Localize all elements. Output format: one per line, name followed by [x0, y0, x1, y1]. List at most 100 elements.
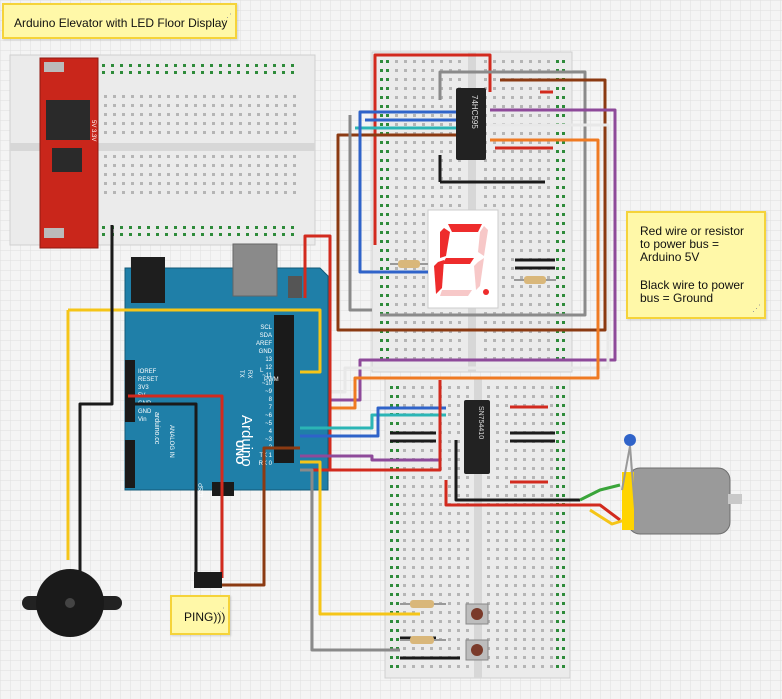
segment-f: [440, 228, 450, 258]
digital-pin-label: ~9: [265, 389, 273, 395]
digital-pin-label: SCL: [260, 325, 272, 331]
icsp-text: ICSP: [199, 483, 205, 497]
ping-note-text: PING))): [184, 610, 226, 624]
segment-dp: [483, 289, 489, 295]
title-note-text: Arduino Elevator with LED Floor Display: [14, 16, 228, 30]
breadboard-left-channel: [10, 143, 315, 151]
wire-yellow-motor[interactable]: [589, 508, 626, 526]
shift-register-chip[interactable]: 74HC595: [456, 88, 486, 160]
resistor-seg-2[interactable]: [514, 276, 556, 284]
digital-pin-label: ~3: [265, 437, 273, 443]
legend-red-text: Red wire or resistor to power bus = Ardu…: [640, 224, 745, 264]
wire-gray-top[interactable]: [380, 70, 587, 317]
analog-header[interactable]: [125, 440, 135, 488]
wire-brown-top[interactable]: [336, 78, 607, 332]
digital-pin-label: SDA: [260, 333, 272, 339]
wire-gray-button[interactable]: [300, 468, 400, 652]
ping-sensor[interactable]: [194, 572, 222, 588]
wires: [66, 53, 626, 660]
push-button-1[interactable]: [465, 603, 489, 625]
digital-pin-label: GND: [259, 349, 273, 355]
wire-gray-left[interactable]: [348, 115, 372, 312]
wire-red-motor[interactable]: [444, 480, 621, 522]
piezo-buzzer[interactable]: [22, 569, 122, 637]
wire-orange-top[interactable]: [330, 138, 600, 410]
power-jack[interactable]: [232, 243, 278, 297]
power-supply-label: 5V 3.3V: [90, 120, 96, 141]
arduino-uno-board[interactable]: Arduino UNO arduino.cc ANALOG IN ICSP TX…: [124, 243, 329, 497]
resize-grip-icon[interactable]: ⋰: [752, 303, 761, 313]
resistor-button-1[interactable]: [400, 600, 446, 608]
seven-segment-digit: [434, 224, 489, 296]
wire-blue-driver[interactable]: [300, 406, 446, 438]
dc-motor[interactable]: [621, 434, 742, 535]
power-pin-label: GND: [138, 409, 152, 415]
power-pin-label: Vin: [138, 417, 147, 423]
breadboard-bottom-right-channel: [474, 378, 482, 678]
segment-d: [440, 290, 472, 296]
digital-pin-label: AREF: [256, 341, 272, 347]
digital-pin-label: ~5: [265, 421, 273, 427]
wire-white-top[interactable]: [330, 123, 610, 394]
motor-end-cap: [622, 472, 634, 530]
digital-pin-label: 12: [265, 365, 272, 371]
power-supply-regulator: [52, 148, 82, 172]
motor-shaft: [728, 494, 742, 504]
digital-pin-label: ~10: [262, 381, 273, 387]
ping-sensor-body: [194, 572, 222, 588]
power-pin-label: IOREF: [138, 369, 157, 375]
wire-green-motor[interactable]: [579, 483, 621, 502]
motor-driver-label: SN754410: [477, 406, 484, 439]
segment-c: [474, 258, 484, 290]
motor-driver-chip[interactable]: SN754410: [464, 400, 490, 474]
capacitor-leg-1: [621, 445, 631, 491]
resistor-seg-1[interactable]: [390, 260, 428, 268]
push-button-2[interactable]: [465, 639, 489, 661]
power-pin-label: 3V3: [138, 385, 149, 391]
digital-pin-label: ~11: [262, 373, 272, 379]
wire-black-gnd[interactable]: [78, 225, 114, 575]
tx-text: TX: [238, 370, 244, 378]
ping-note[interactable]: PING))) ⋰: [170, 595, 230, 635]
capacitor[interactable]: [624, 434, 636, 446]
digital-pin-label: 13: [265, 357, 272, 363]
wire-black-ping[interactable]: [128, 402, 198, 578]
wire-red-driver-vcc[interactable]: [330, 380, 442, 472]
wire-red-ping[interactable]: [128, 394, 224, 578]
wire-blue-seg[interactable]: [358, 110, 456, 274]
wire-brown-ping[interactable]: [222, 446, 300, 587]
digital-pin-label: 4: [269, 429, 273, 435]
arduino-brand-text: Arduino: [238, 415, 255, 467]
breadboard-power-supply[interactable]: 5V 3.3V: [39, 57, 99, 249]
wire-purple-driver[interactable]: [300, 454, 440, 462]
seven-segment-display[interactable]: [427, 209, 499, 309]
usb-jack[interactable]: [131, 257, 165, 303]
motor-housing: [627, 467, 731, 535]
power-header[interactable]: [125, 360, 135, 422]
resize-grip-icon[interactable]: ⋰: [216, 606, 225, 616]
resistor-button-2[interactable]: [400, 636, 446, 644]
pwm-text: PWM: [264, 377, 279, 383]
arduino-model-text: UNO: [233, 440, 245, 465]
rx-text: RX: [246, 370, 252, 378]
segment-a: [448, 224, 482, 232]
arduino-site-text: arduino.cc: [153, 412, 160, 445]
resize-grip-icon[interactable]: ⋰: [223, 12, 232, 22]
shift-register-body: [456, 88, 486, 160]
power-supply-switch[interactable]: [44, 62, 64, 72]
legend-note[interactable]: Red wire or resistor to power bus = Ardu…: [626, 211, 766, 319]
wire-cyan-driver[interactable]: [300, 413, 446, 430]
l-led-text: L: [260, 368, 264, 374]
title-note[interactable]: Arduino Elevator with LED Floor Display …: [2, 3, 237, 39]
digital-pin-label: ~6: [265, 413, 273, 419]
wire-black-driver[interactable]: [454, 440, 580, 502]
power-supply-switch-2[interactable]: [44, 228, 64, 238]
segment-g: [442, 258, 474, 264]
wire-yellow-buzzer[interactable]: [68, 308, 322, 374]
reset-button[interactable]: [288, 276, 302, 298]
segment-e: [434, 260, 444, 294]
segment-b: [478, 226, 488, 256]
digital-header[interactable]: [274, 315, 294, 463]
wire-yellow-button[interactable]: [300, 460, 420, 616]
